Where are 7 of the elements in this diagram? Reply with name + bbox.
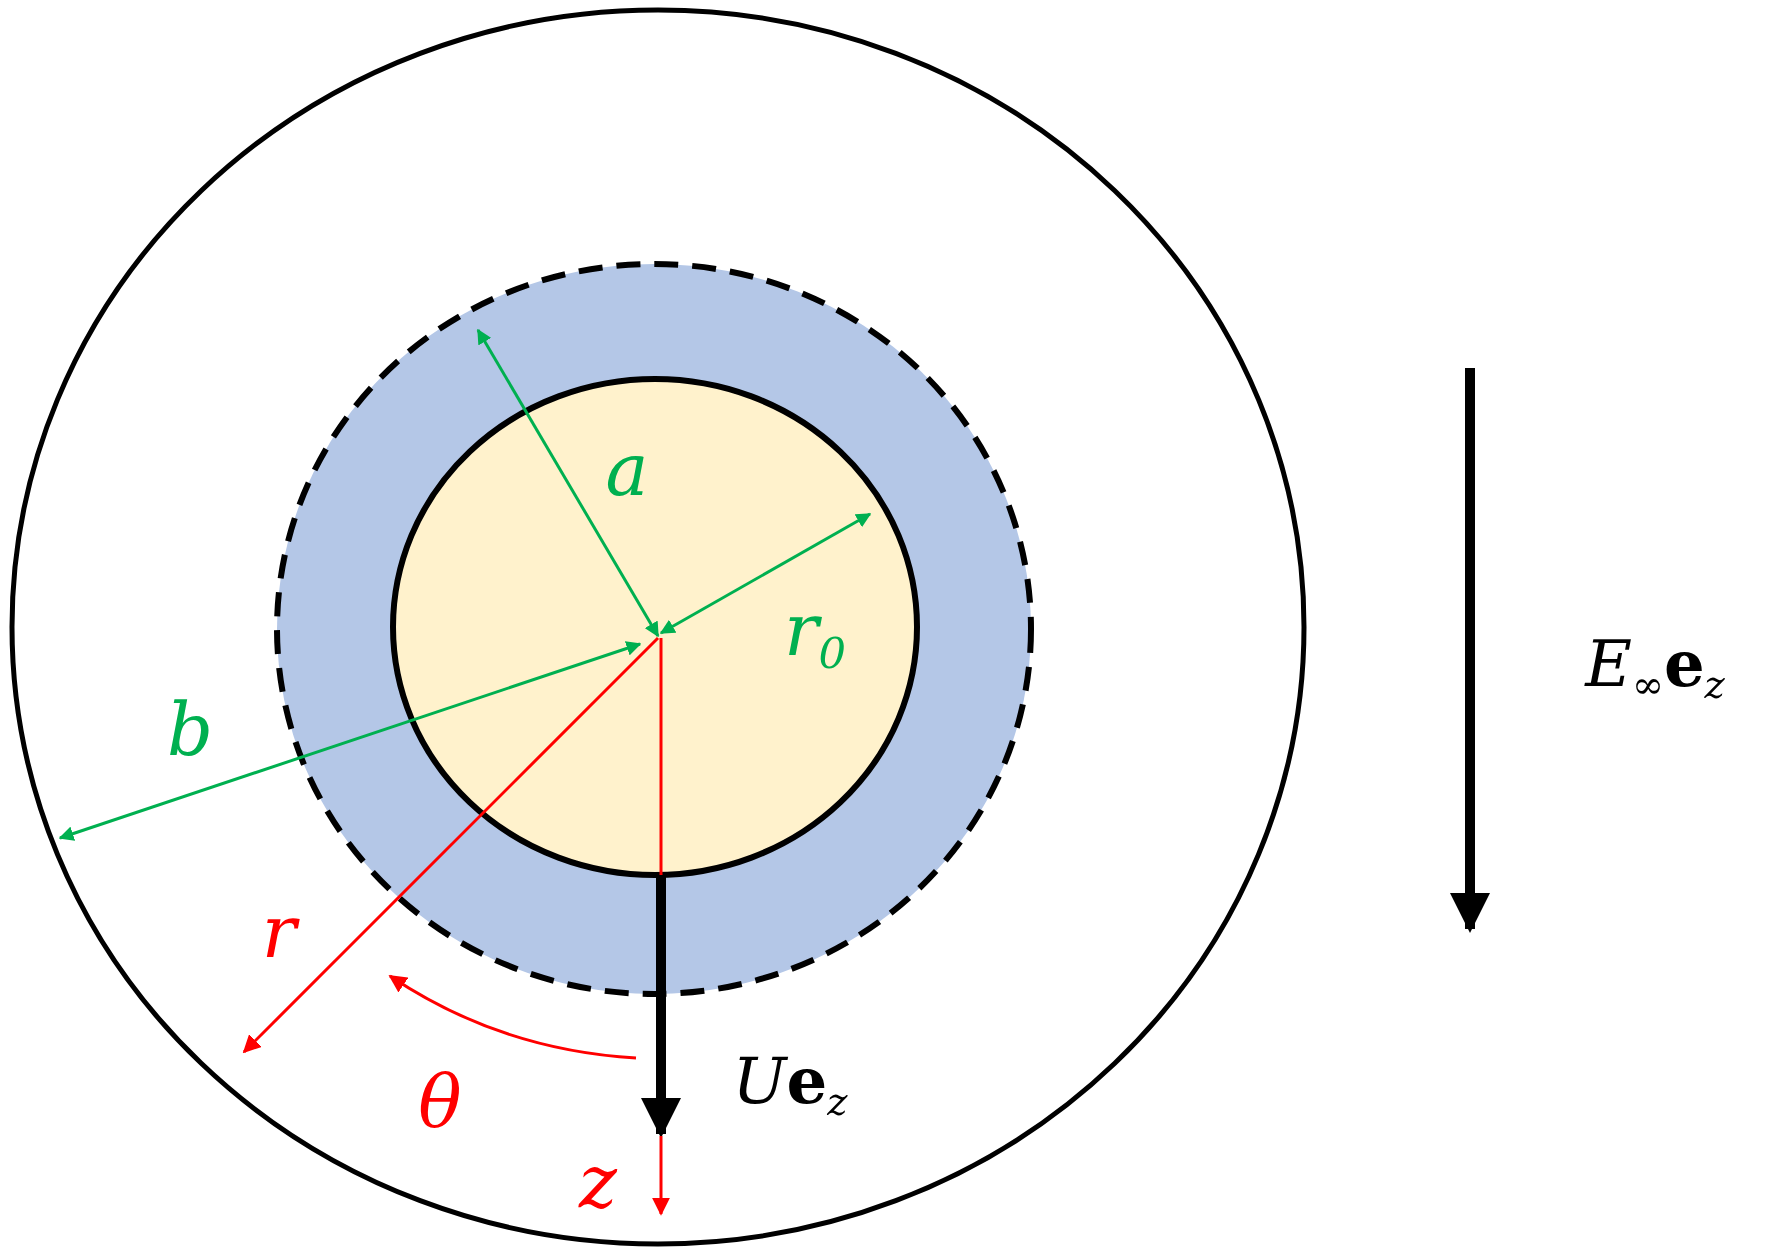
radius-label: b — [166, 694, 214, 766]
field-label: E$_{∞}$e$_{z}$ — [1585, 632, 1725, 704]
radius-label: a — [605, 434, 649, 506]
radius-label: r$_{0}$ — [784, 594, 846, 676]
angle-label: θ — [418, 1066, 462, 1138]
axis-label: z — [579, 1146, 617, 1218]
velocity-label: Ue$_{z}$ — [732, 1049, 848, 1121]
